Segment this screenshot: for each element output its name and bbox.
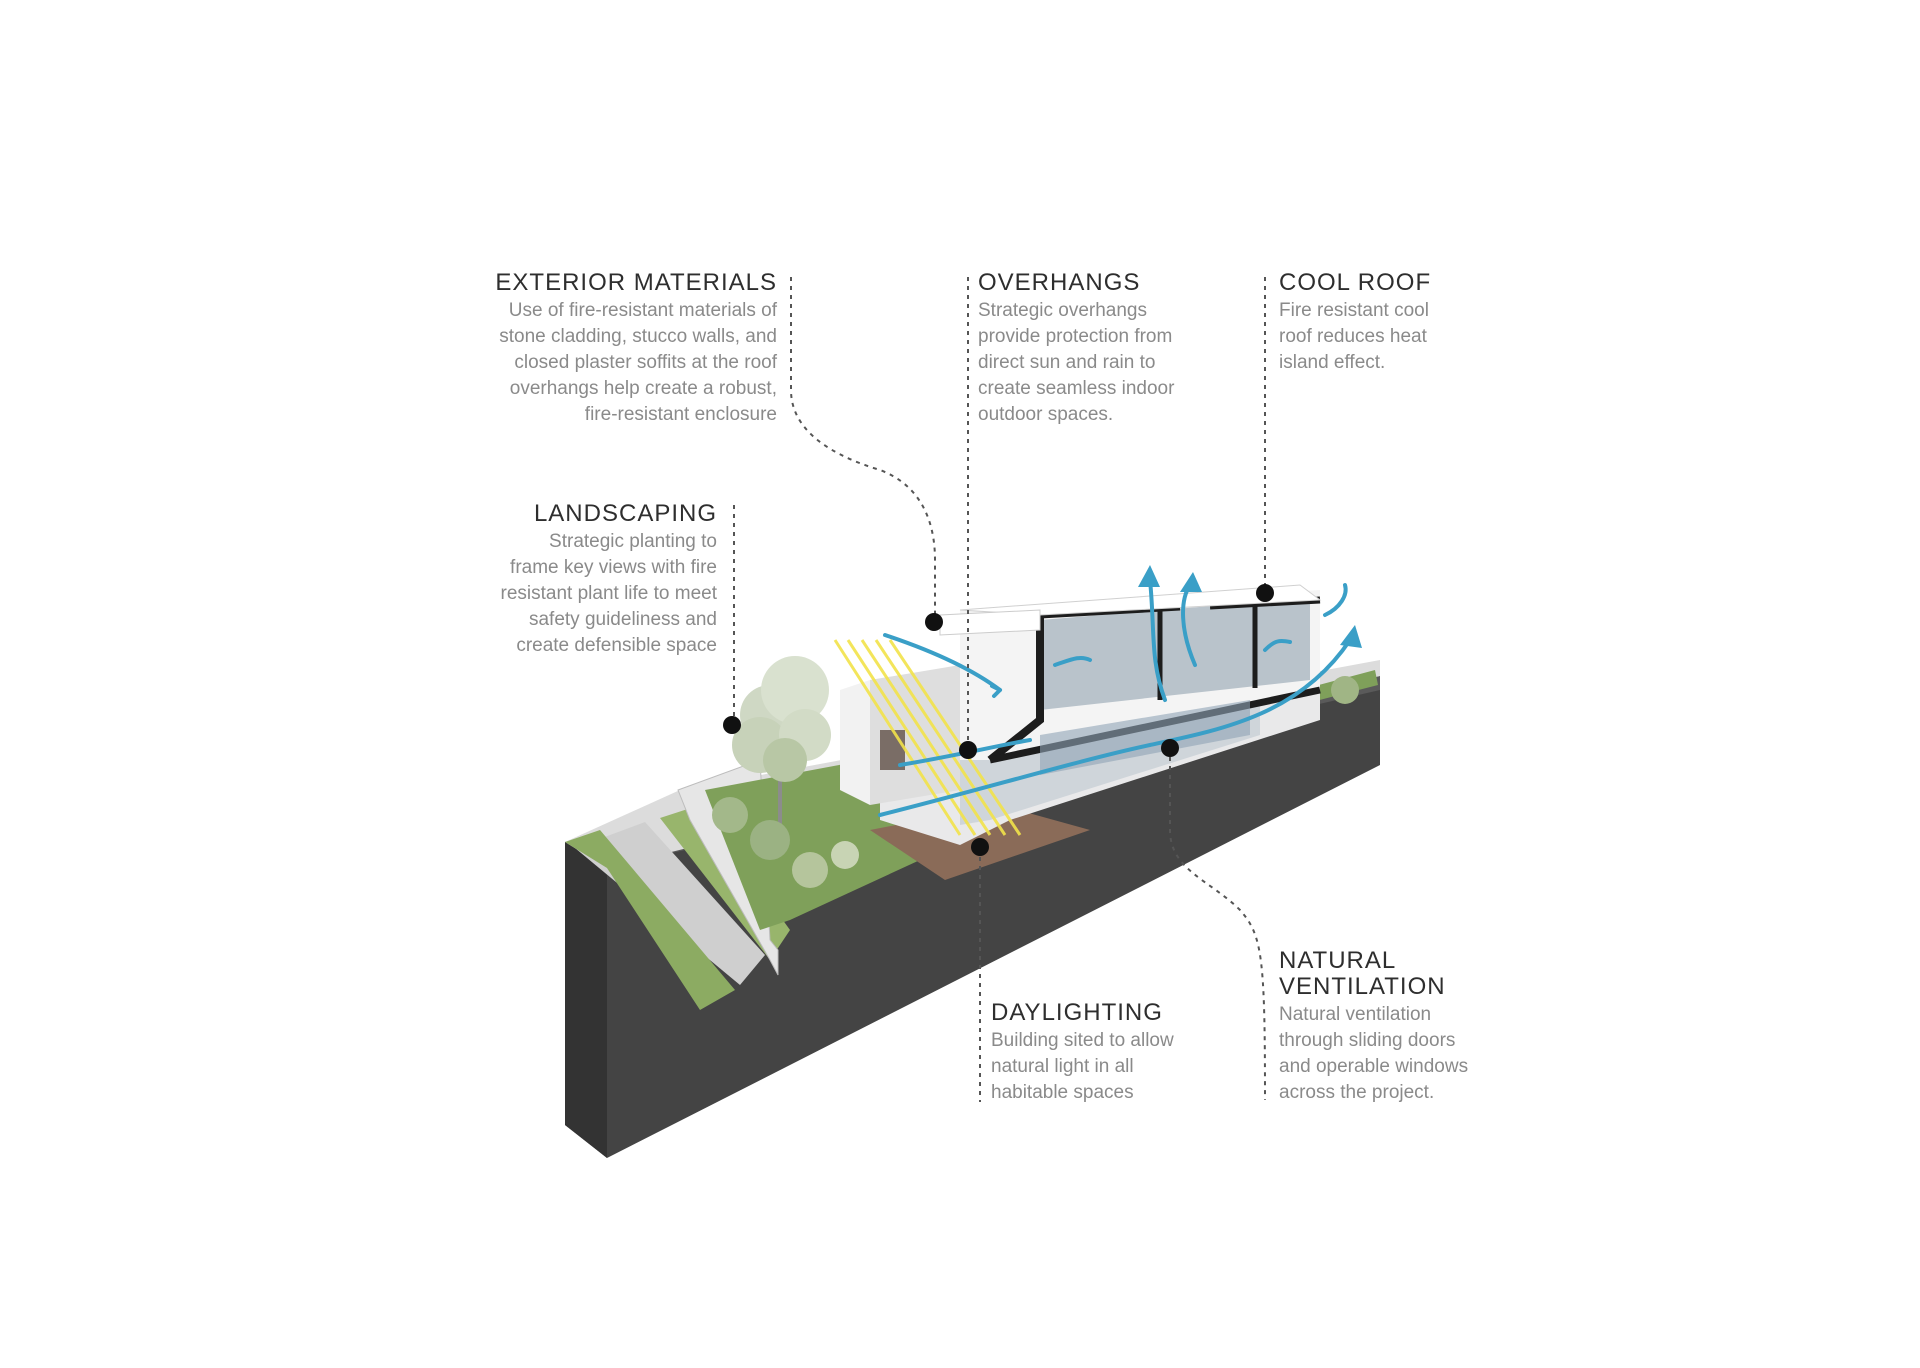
marker-exterior-materials: [925, 613, 943, 631]
marker-cool-roof: [1256, 584, 1274, 602]
leader-natural-ventilation: [1169, 748, 1266, 1101]
exterior-materials-body: Use of fire-resistant materials of stone…: [499, 300, 777, 425]
cool-roof-title: COOL ROOF: [1279, 269, 1432, 296]
callout-natural-ventilation: NATURAL VENTILATION Natural ventilation …: [1279, 948, 1539, 1106]
airflow-arrows: [878, 565, 1362, 817]
marker-natural-ventilation: [1161, 739, 1179, 757]
callout-exterior-materials: EXTERIOR MATERIALS Use of fire-resistant…: [437, 270, 777, 428]
markers: [723, 584, 1274, 856]
daylighting-title: DAYLIGHTING: [991, 999, 1163, 1026]
cool-roof-body: Fire resistant cool roof reduces heat is…: [1279, 300, 1429, 373]
daylighting-body: Building sited to allow natural light in…: [991, 1030, 1174, 1103]
leader-lines: [733, 277, 1266, 1102]
overhangs-body: Strategic overhangs provide protection f…: [978, 300, 1175, 425]
tree: [732, 656, 831, 830]
marker-overhangs: [959, 741, 977, 759]
exterior-materials-title: EXTERIOR MATERIALS: [495, 269, 777, 296]
natural-ventilation-title: NATURAL VENTILATION: [1279, 947, 1446, 1000]
overhangs-title: OVERHANGS: [978, 269, 1141, 296]
marker-daylighting: [971, 838, 989, 856]
shrubs: [712, 676, 1359, 888]
leader-exterior-materials: [790, 277, 936, 620]
callout-daylighting: DAYLIGHTING Building sited to allow natu…: [991, 1000, 1251, 1106]
callout-overhangs: OVERHANGS Strategic overhangs provide pr…: [978, 270, 1238, 428]
callout-cool-roof: COOL ROOF Fire resistant cool roof reduc…: [1279, 270, 1519, 376]
callout-landscaping: LANDSCAPING Strategic planting to frame …: [427, 500, 718, 659]
marker-landscaping: [723, 716, 741, 734]
sunlight-rays: [833, 639, 1022, 836]
landscaping-title: LANDSCAPING: [533, 500, 717, 527]
landscaping-body: Strategic planting to frame key views wi…: [500, 531, 718, 656]
natural-ventilation-body: Natural ventilation through sliding door…: [1279, 1004, 1469, 1103]
